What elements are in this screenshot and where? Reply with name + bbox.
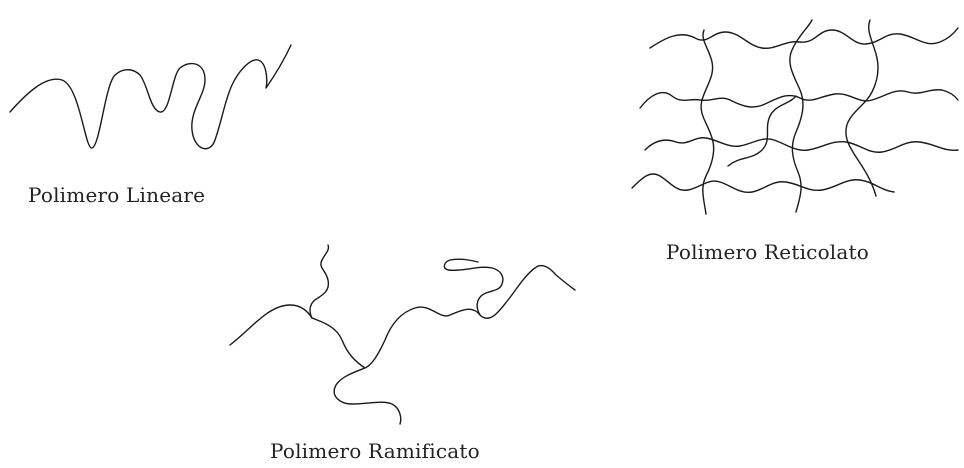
crosslinked-chain-2: [640, 90, 958, 108]
branched-polymer-branch-right: [444, 259, 503, 315]
crosslinked-chain-7: [846, 20, 878, 196]
branched-polymer-caption: Polimero Ramificato: [270, 439, 480, 463]
crosslinked-chain-3: [645, 138, 958, 153]
crosslinked-chain-4: [632, 174, 894, 192]
branched-polymer-branch-bottom: [334, 368, 401, 424]
crosslinked-chain-5: [701, 30, 714, 214]
linear-polymer-figure: [10, 45, 291, 149]
crosslinked-chain-8: [728, 96, 796, 166]
crosslinked-polymer-caption: Polimero Reticolato: [666, 240, 869, 264]
branched-polymer-main-chain: [230, 266, 575, 368]
branched-polymer-figure: [230, 245, 575, 424]
linear-polymer-chain: [10, 45, 291, 149]
linear-polymer-caption: Polimero Lineare: [28, 183, 205, 207]
crosslinked-polymer-figure: [632, 20, 958, 214]
branched-polymer-branch-top: [310, 245, 328, 318]
